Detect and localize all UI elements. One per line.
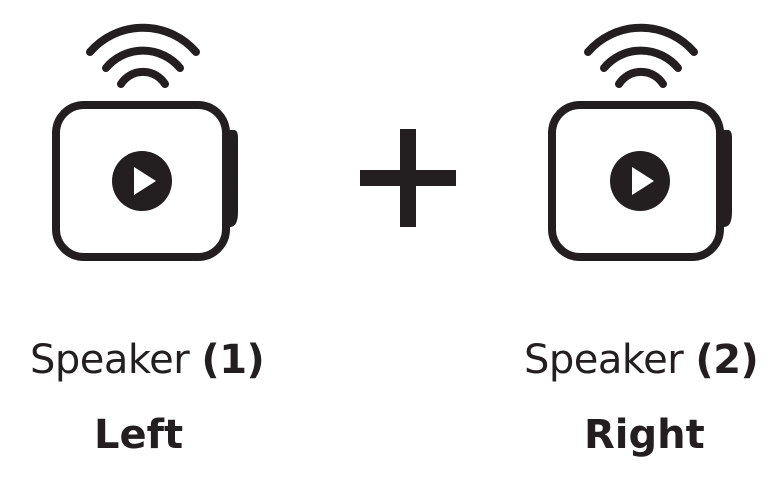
speaker-left-icon-group	[48, 22, 248, 262]
speaker-left-name-text: Speaker	[30, 337, 190, 383]
plus-vertical-bar	[400, 129, 416, 227]
speaker-right-number: (2)	[695, 337, 759, 383]
wireless-speaker-icon	[548, 23, 732, 261]
speaker-right-name-text: Speaker	[524, 337, 684, 383]
play-icon	[112, 151, 172, 211]
speaker-right-name: Speaker (2)	[524, 332, 759, 388]
speaker-right-icon-group	[546, 22, 746, 262]
speaker-right-channel: Right	[584, 412, 705, 458]
speaker-left-name: Speaker (1)	[30, 332, 265, 388]
plus-icon	[360, 129, 456, 227]
wireless-speaker-icon	[52, 23, 238, 261]
play-icon	[610, 151, 670, 211]
wifi-signal-icon	[584, 23, 698, 88]
speaker-left-channel: Left	[94, 412, 184, 458]
speaker-left-number: (1)	[201, 337, 265, 383]
wifi-signal-icon	[86, 23, 200, 88]
